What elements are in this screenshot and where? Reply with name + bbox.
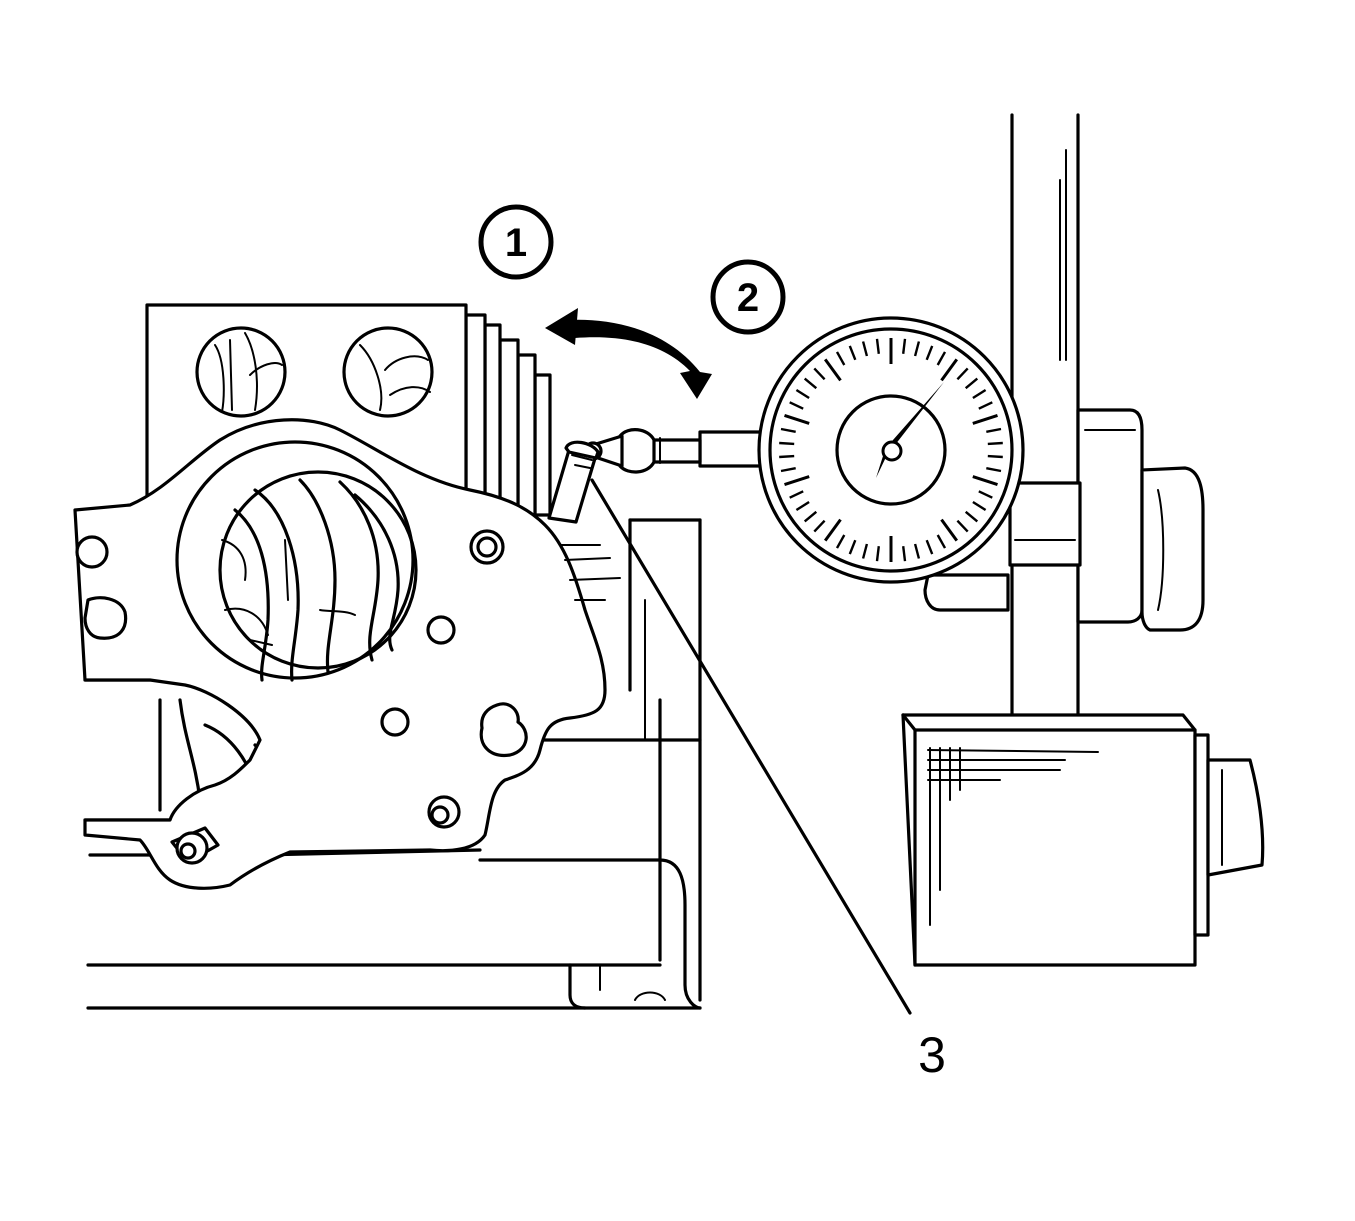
- dial-tick: [964, 377, 979, 390]
- dial-tick: [875, 338, 880, 354]
- magnetic-base-block: [901, 713, 1265, 967]
- dial-tick: [823, 358, 842, 382]
- callout-1-label: 1: [505, 221, 527, 265]
- engine-block: [83, 518, 702, 1010]
- dial-tick: [875, 546, 880, 562]
- dial-tick: [925, 345, 934, 361]
- magnetic-base-stand: [923, 113, 1205, 722]
- callout-3-label: 3: [918, 1027, 946, 1083]
- dial-tick: [902, 546, 907, 562]
- dial-tick: [987, 441, 1003, 446]
- callout-2: 2: [710, 259, 786, 335]
- dial-tick: [813, 367, 826, 381]
- dial-tick: [795, 388, 810, 400]
- dial-indicator: [583, 316, 1025, 584]
- dial-tick: [913, 543, 921, 559]
- dial-tick: [789, 490, 804, 499]
- callout-3-leader: [590, 478, 912, 1015]
- dial-tick: [861, 543, 869, 559]
- dial-tick: [972, 388, 987, 400]
- dial-tick: [813, 519, 826, 533]
- dial-tick: [784, 413, 810, 425]
- dial-tick: [978, 490, 993, 499]
- dial-tick: [940, 358, 959, 382]
- dial-tick: [784, 475, 810, 487]
- dial-tick: [936, 534, 947, 549]
- dial-tick: [848, 539, 857, 555]
- dial-tick: [986, 427, 1002, 433]
- front-cover-plate: [73, 418, 621, 890]
- dial-tick: [986, 467, 1002, 473]
- callout-1: 1: [478, 204, 554, 280]
- dial-tick: [972, 500, 987, 512]
- dial-tick: [795, 500, 810, 512]
- dial-tick: [835, 534, 846, 549]
- dial-tick: [823, 518, 842, 542]
- dial-tick: [913, 341, 921, 357]
- dial-tick: [780, 427, 796, 433]
- dial-tick: [987, 454, 1003, 459]
- lifter-pin: [547, 440, 600, 524]
- dial-tick: [925, 539, 934, 555]
- dial-tick: [940, 518, 959, 542]
- dial-tick: [902, 338, 907, 354]
- dial-tick: [978, 401, 993, 410]
- dial-tick: [835, 351, 846, 366]
- dial-tick: [780, 467, 796, 473]
- dial-tick: [789, 401, 804, 410]
- dial-tick: [956, 367, 969, 381]
- dial-tick: [936, 351, 947, 366]
- dial-tick: [803, 377, 818, 390]
- dial-tick: [779, 441, 795, 446]
- rotation-arrow: [545, 308, 712, 399]
- dial-tick: [803, 510, 818, 523]
- dial-tick: [964, 510, 979, 523]
- dial-tick: [956, 519, 969, 533]
- dial-tick: [972, 475, 998, 487]
- dial-tick: [861, 341, 869, 357]
- callout-2-label: 2: [737, 276, 759, 320]
- dial-hub: [881, 440, 903, 462]
- dial-tick: [848, 345, 857, 361]
- dial-tick: [779, 454, 795, 459]
- dial-tick: [972, 413, 998, 425]
- dial-scale-ticks: [779, 338, 1003, 562]
